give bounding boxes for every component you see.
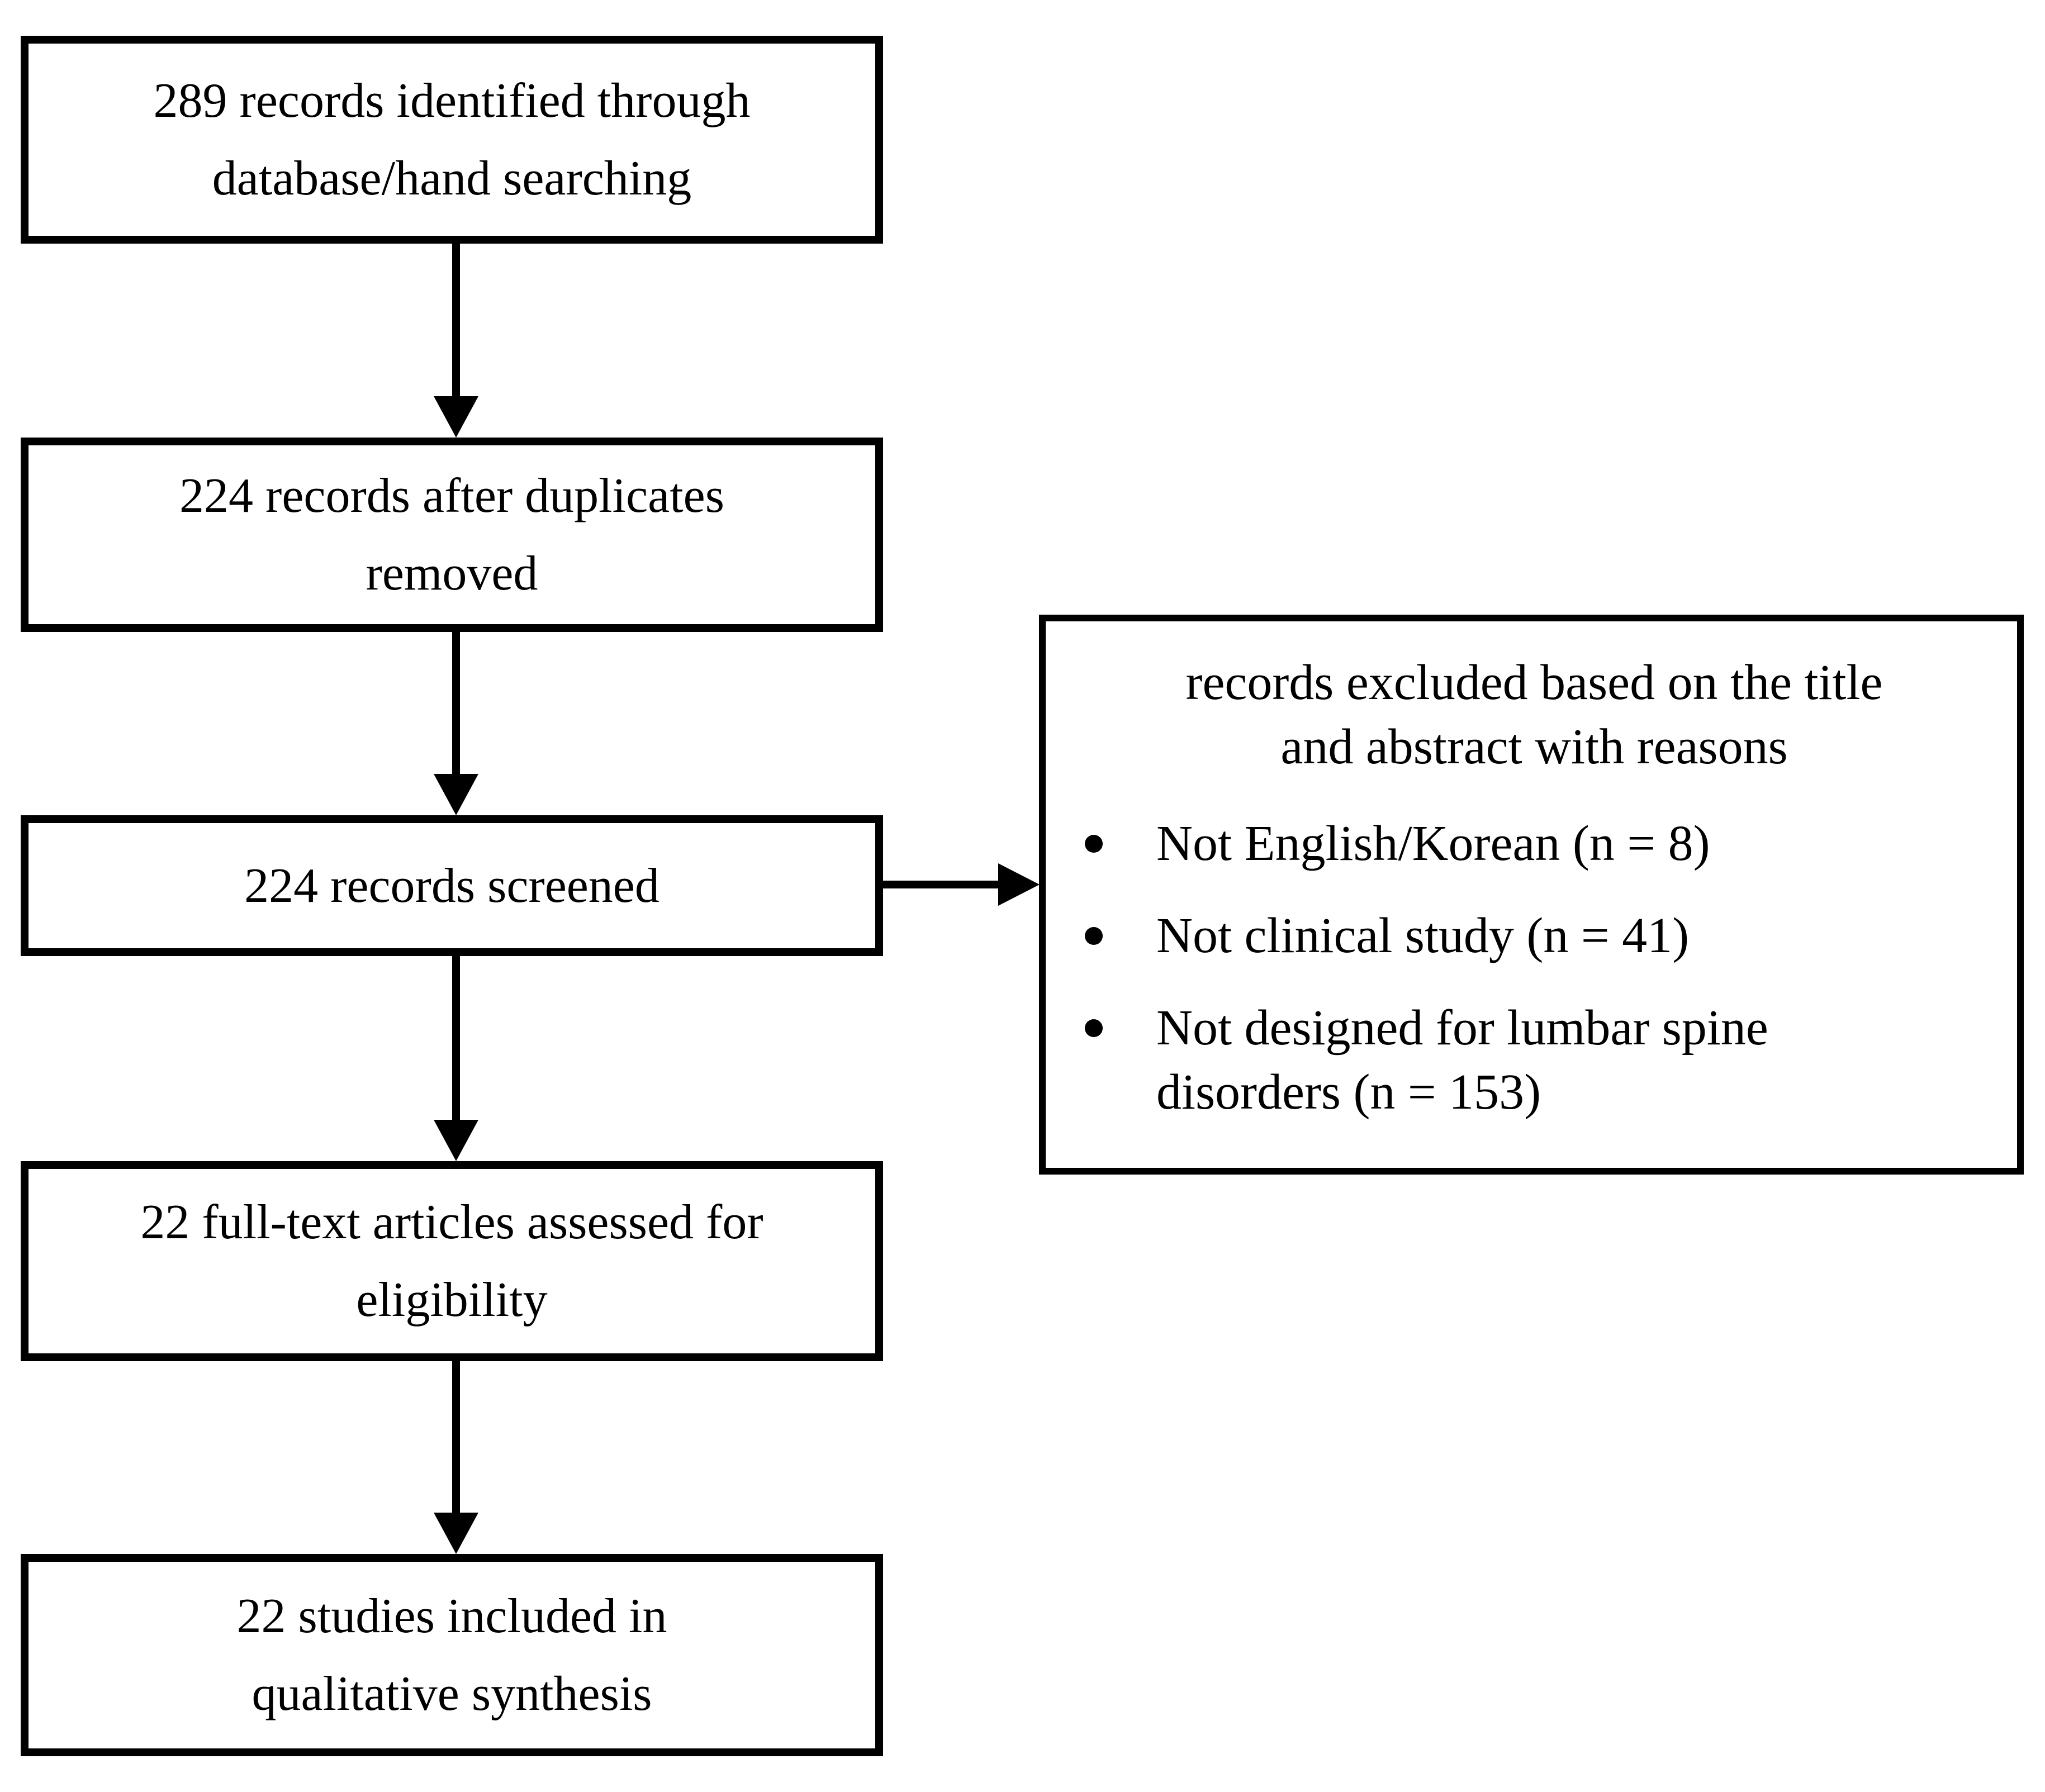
- bullet-icon: [1085, 835, 1103, 853]
- flow-box-records-identified: 289 records identified through database/…: [21, 36, 883, 244]
- exclusion-bullet-text: Not English/Korean (n = 8): [1156, 811, 1710, 876]
- exclusion-bullet-list: Not English/Korean (n = 8) Not clinical …: [1085, 811, 1984, 1124]
- flow-box-text-line: 224 records screened: [244, 858, 659, 913]
- flow-box-text-line: database/hand searching: [212, 151, 692, 206]
- bullet-icon: [1085, 1019, 1103, 1037]
- flow-box-text-line: 22 studies included in: [236, 1589, 667, 1643]
- down-arrowhead-icon: [434, 396, 478, 438]
- exclusion-box-title: records excluded based on the title and …: [1085, 650, 1984, 779]
- exclusion-bullet-line: Not clinical study (n = 41): [1156, 908, 1690, 963]
- bullet-icon: [1085, 927, 1103, 945]
- flow-box-text-line: 289 records identified through: [153, 74, 751, 128]
- down-arrowhead-icon: [434, 1513, 478, 1554]
- flow-box-studies-included: 22 studies included in qualitative synth…: [21, 1554, 883, 1756]
- flow-box-text-line: 224 records after duplicates: [179, 469, 724, 523]
- exclusion-bullet-line: Not designed for lumbar spine: [1156, 1000, 1768, 1056]
- flow-box-text-line: qualitative synthesis: [252, 1667, 652, 1721]
- exclusion-box: records excluded based on the title and …: [1039, 615, 2024, 1175]
- down-arrowhead-icon: [434, 1120, 478, 1161]
- down-arrow-line: [452, 244, 460, 396]
- flow-box-text-line: removed: [366, 546, 538, 601]
- exclusion-bullet-text: Not designed for lumbar spine disorders …: [1156, 996, 1768, 1124]
- down-arrow-line: [452, 1361, 460, 1513]
- down-arrow-line: [452, 956, 460, 1120]
- exclusion-bullet-item: Not English/Korean (n = 8): [1085, 811, 1984, 876]
- exclusion-bullet-item: Not clinical study (n = 41): [1085, 904, 1984, 968]
- flow-box-text-line: eligibility: [356, 1273, 548, 1327]
- flow-box-records-screened: 224 records screened: [21, 815, 883, 956]
- down-arrowhead-icon: [434, 774, 478, 815]
- down-arrow-line: [452, 632, 460, 774]
- right-arrowhead-icon: [998, 863, 1040, 906]
- flow-box-duplicates-removed: 224 records after duplicates removed: [21, 438, 883, 632]
- exclusion-title-line: records excluded based on the title: [1185, 655, 1883, 710]
- exclusion-bullet-line: disorders (n = 153): [1156, 1064, 1541, 1120]
- flow-box-text-line: 22 full-text articles assessed for: [140, 1195, 763, 1249]
- exclusion-bullet-item: Not designed for lumbar spine disorders …: [1085, 996, 1984, 1124]
- exclusion-title-line: and abstract with reasons: [1280, 719, 1788, 774]
- flow-box-fulltext-assessed: 22 full-text articles assessed for eligi…: [21, 1161, 883, 1361]
- exclusion-bullet-text: Not clinical study (n = 41): [1156, 904, 1689, 968]
- right-arrow-line: [883, 881, 998, 888]
- exclusion-bullet-line: Not English/Korean (n = 8): [1156, 816, 1710, 871]
